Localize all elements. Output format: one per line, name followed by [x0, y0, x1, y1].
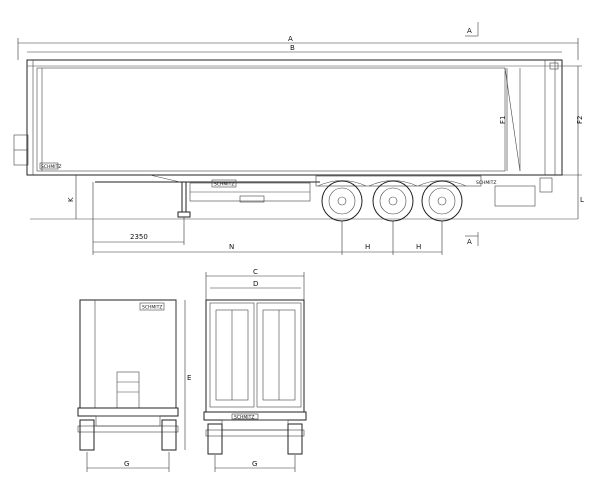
dim-label-H2: H	[416, 243, 421, 251]
brand-plate-chassis	[211, 179, 237, 188]
mudguard-2	[368, 180, 418, 187]
dim-label-D: D	[253, 280, 258, 288]
side-view: SCHMITZ SCHMITZ SCHMITZ	[13, 22, 584, 255]
front-crossmember	[95, 415, 161, 427]
front-wheel-right	[161, 419, 177, 451]
rear-body-outline	[205, 299, 305, 413]
front-plate	[116, 371, 140, 409]
front-wheel-left	[79, 419, 95, 451]
front-brand-plate	[139, 302, 165, 311]
rear-wheel-left	[207, 423, 223, 455]
mudguard-1	[317, 180, 367, 187]
dim-label-G-rear: G	[252, 460, 257, 468]
brand-plate-front	[39, 162, 59, 170]
front-chassis	[77, 407, 179, 417]
rear-storage-box	[494, 185, 536, 207]
rear-corner-line	[504, 67, 521, 172]
rear-underrun	[205, 429, 305, 437]
dim-label-G-front: G	[124, 460, 129, 468]
axle-2-wheel	[372, 180, 414, 222]
dim-label-A: A	[288, 35, 293, 43]
front-underrun	[77, 425, 179, 433]
rear-bumper	[539, 177, 553, 193]
brand-plate-chassis-text: SCHMITZ	[214, 182, 234, 188]
dim-label-2350: 2350	[130, 233, 148, 241]
suspension-bracket	[315, 175, 482, 187]
rear-view: C D SCHMITZ G	[203, 268, 307, 472]
dim-label-E: E	[187, 374, 191, 382]
dim-label-L: L	[580, 196, 584, 204]
rear-brand-plate	[231, 413, 259, 420]
rear-bumper-bar	[221, 419, 289, 431]
dim-label-K: K	[67, 197, 75, 202]
section-marker-top: A	[467, 27, 472, 35]
rear-brand-plate-text: SCHMITZ	[234, 415, 254, 421]
dim-label-F2: F2	[576, 116, 584, 124]
toolbox	[239, 195, 265, 203]
gooseneck-line	[149, 174, 181, 183]
dim-label-F1: F1	[499, 116, 507, 124]
rear-wheel-right	[287, 423, 303, 455]
section-marker-bottom: A	[467, 238, 472, 246]
brand-plate-rear-text: SCHMITZ	[476, 180, 496, 186]
brand-plate-front-text: SCHMITZ	[41, 164, 61, 170]
rear-door-left	[209, 302, 255, 408]
dim-label-B: B	[290, 44, 295, 52]
mudguard-3	[417, 180, 467, 187]
side-curtain-panel	[36, 67, 506, 172]
dim-label-C: C	[253, 268, 258, 276]
dim-label-N: N	[229, 243, 234, 251]
axle-1-wheel	[321, 180, 363, 222]
axle-3-wheel	[421, 180, 463, 222]
front-brand-plate-text: SCHMITZ	[142, 305, 162, 311]
dim-label-H1: H	[365, 243, 370, 251]
trailer-body	[26, 59, 563, 176]
rear-light	[549, 62, 559, 70]
landing-foot	[177, 211, 191, 218]
front-view: SCHMITZ E G	[77, 299, 191, 472]
rear-door-right	[256, 302, 302, 408]
